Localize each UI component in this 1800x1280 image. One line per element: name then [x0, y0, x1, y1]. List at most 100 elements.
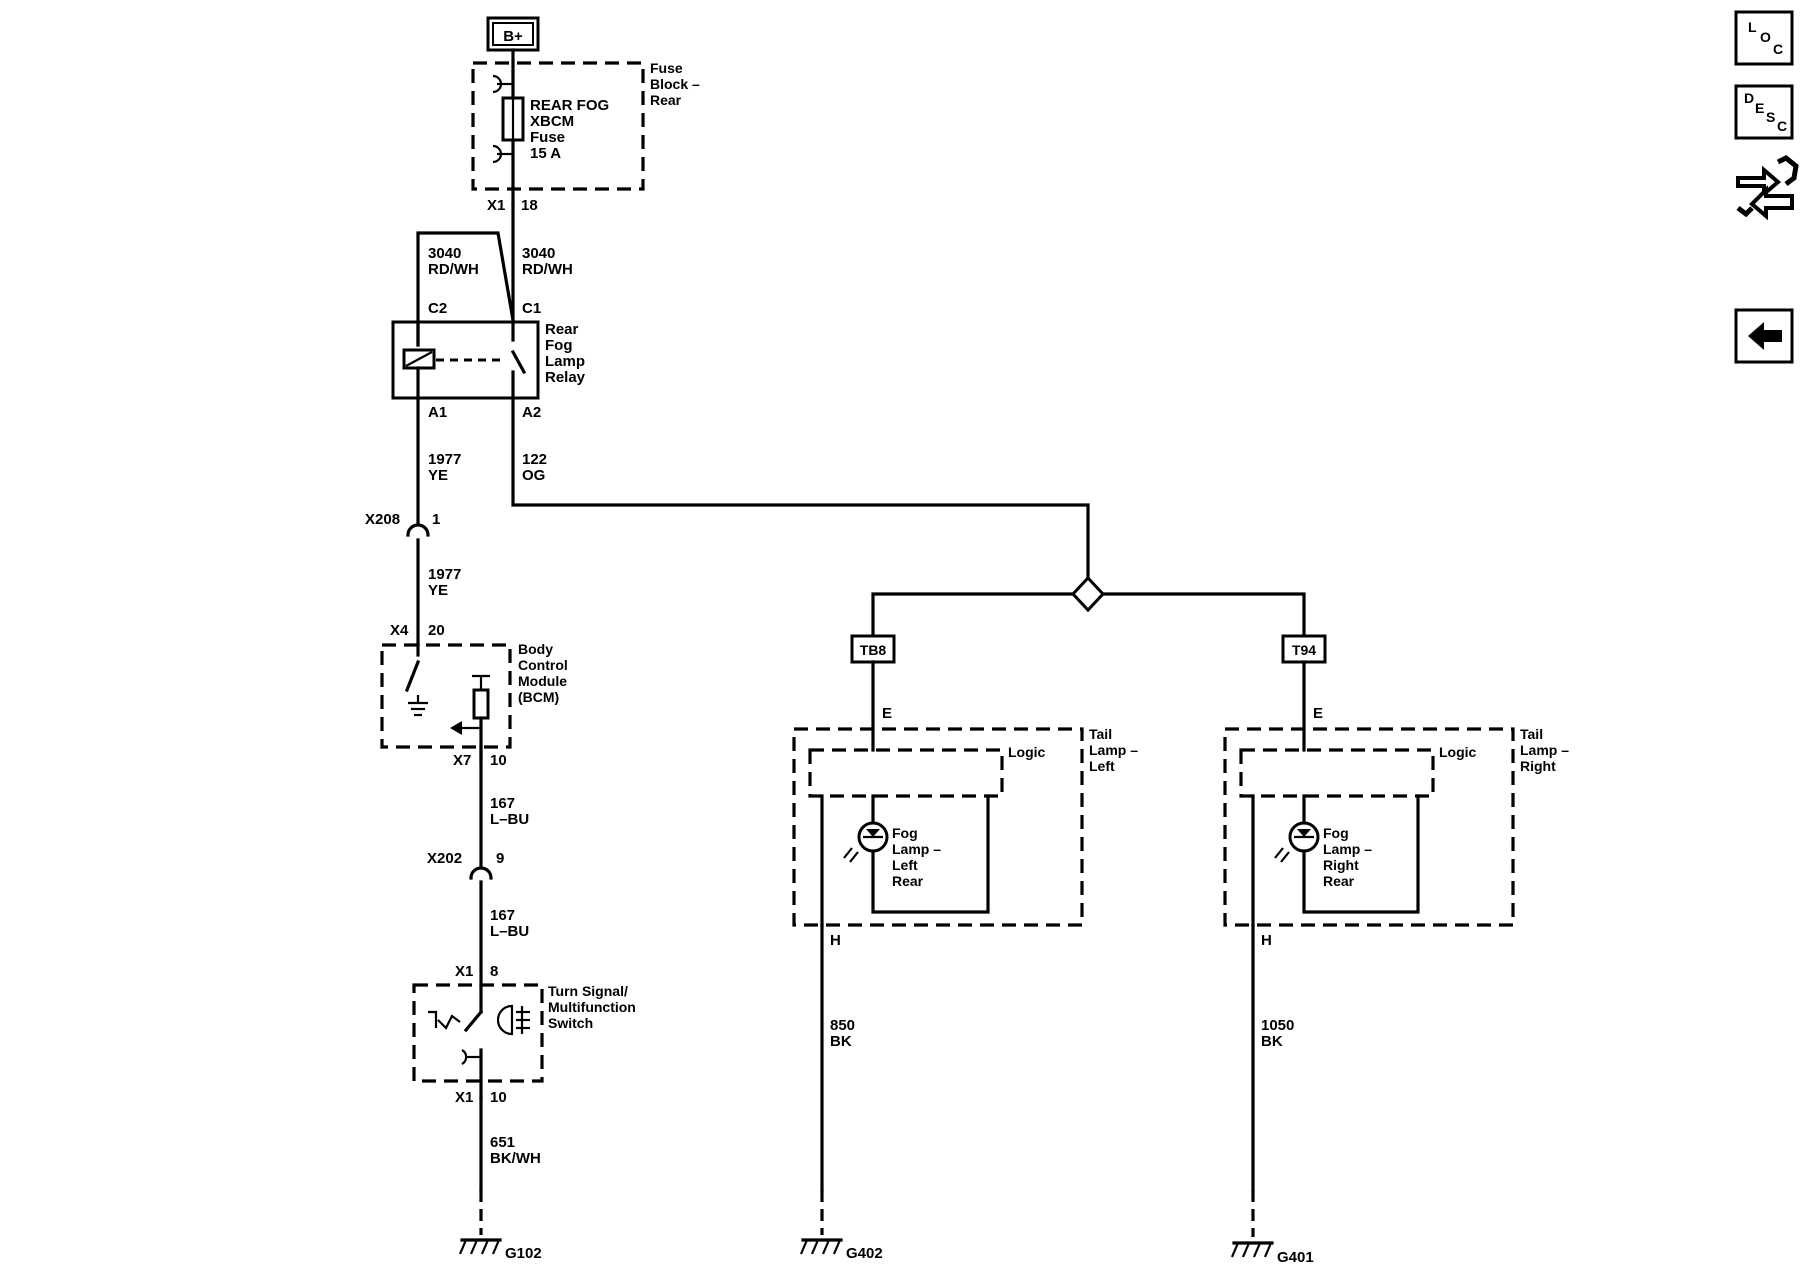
wire-number: 3040	[428, 245, 461, 262]
pin-label: 10	[490, 752, 507, 769]
lamp-name: Left	[892, 857, 918, 873]
pin-label: 1	[432, 511, 440, 528]
desc-letter: E	[1755, 100, 1764, 116]
connector-label: X208	[365, 511, 400, 528]
fuse-label-line: XBCM	[530, 113, 574, 130]
fuse-block-name: Rear	[650, 92, 682, 108]
splice-tb8: TB8	[850, 634, 896, 664]
fog-lamp-led-icon	[857, 821, 889, 853]
connector-label: X1	[455, 963, 473, 980]
wire-number: 1050	[1261, 1017, 1294, 1034]
switch-name: Switch	[548, 1015, 593, 1031]
connector-label: X7	[453, 752, 471, 769]
switch-name: Turn Signal/	[548, 983, 628, 999]
pin-label: E	[1313, 705, 1323, 722]
connector-label: X4	[390, 622, 409, 639]
loc-button[interactable]: L O C	[1734, 10, 1794, 66]
desc-letter: S	[1766, 109, 1775, 125]
bcm-name: Control	[518, 657, 568, 673]
switch-position-icon	[428, 1010, 461, 1030]
body-control-module: Body Control Module (BCM)	[380, 641, 568, 762]
battery-positive-source: B+	[486, 16, 540, 52]
tail-lamp-name: Right	[1520, 758, 1556, 774]
pin-label: A2	[522, 404, 541, 421]
tail-lamp-left: Logic Tail Lamp – Left Fog Lamp – Left R…	[792, 726, 1138, 927]
wire-number: 651	[490, 1134, 515, 1151]
bcm-name: Body	[518, 641, 553, 657]
ground-g401-icon	[1230, 1241, 1274, 1258]
wire-number: 1977	[428, 451, 461, 468]
wire-color: L–BU	[490, 923, 529, 940]
pin-label: C2	[428, 300, 447, 317]
x208-connector	[406, 523, 430, 647]
wire-color: OG	[522, 467, 545, 484]
wire-color: YE	[428, 467, 448, 484]
wire-color: RD/WH	[428, 261, 479, 278]
rear-fog-lamp-relay: Rear Fog Lamp Relay	[391, 320, 586, 400]
splice-t94: T94	[1281, 634, 1327, 664]
desc-letter: D	[1744, 90, 1754, 106]
fog-lamp-icon	[496, 1004, 514, 1036]
bcm-name: Module	[518, 673, 567, 689]
ground-label: G102	[505, 1245, 542, 1262]
logic-label: Logic	[1008, 744, 1046, 760]
bcm-name: (BCM)	[518, 689, 559, 705]
ground-label: G401	[1277, 1249, 1314, 1266]
wire-color: L–BU	[490, 811, 529, 828]
loc-letter: C	[1773, 41, 1783, 57]
loc-letter: L	[1748, 19, 1757, 35]
connector-swap-icon[interactable]	[1736, 155, 1799, 221]
relay-name: Fog	[545, 337, 573, 354]
relay-name: Lamp	[545, 353, 585, 370]
wire-color: BK	[1261, 1033, 1283, 1050]
relay-name: Rear	[545, 321, 579, 338]
pin-label: H	[1261, 932, 1272, 949]
fuse-block-name: Fuse	[650, 60, 683, 76]
wire-color: RD/WH	[522, 261, 573, 278]
fuse-label-line: Fuse	[530, 129, 565, 146]
wire-number: 850	[830, 1017, 855, 1034]
desc-letter: C	[1777, 118, 1787, 134]
ground-g402-icon	[799, 1238, 843, 1255]
wire-color: BK	[830, 1033, 852, 1050]
tail-lamp-right: Logic Tail Lamp – Right Fog Lamp – Right…	[1223, 726, 1569, 927]
ground-label: G402	[846, 1245, 883, 1262]
pin-label: 18	[521, 197, 538, 214]
pin-label: 10	[490, 1089, 507, 1106]
wire-number: 1977	[428, 566, 461, 583]
tail-lamp-name: Left	[1089, 758, 1115, 774]
tail-lamp-name: Tail	[1089, 726, 1112, 742]
switch-name: Multifunction	[548, 999, 636, 1015]
wire-number: 122	[522, 451, 547, 468]
wire-color: YE	[428, 582, 448, 599]
pin-label: 8	[490, 963, 498, 980]
pin-label: A1	[428, 404, 447, 421]
lamp-name: Lamp –	[892, 841, 941, 857]
back-arrow-icon[interactable]	[1734, 308, 1794, 364]
tail-lamp-name: Lamp –	[1520, 742, 1569, 758]
fuse-label-line: REAR FOG	[530, 97, 609, 114]
tail-lamp-name: Lamp –	[1089, 742, 1138, 758]
lamp-name: Rear	[1323, 873, 1355, 889]
wire-number: 3040	[522, 245, 555, 262]
wire-number: 167	[490, 795, 515, 812]
tail-lamp-name: Tail	[1520, 726, 1543, 742]
lamp-name: Fog	[892, 825, 918, 841]
logic-label: Logic	[1439, 744, 1477, 760]
lamp-name: Right	[1323, 857, 1359, 873]
splice-label: TB8	[860, 642, 887, 658]
splice-label: T94	[1292, 642, 1316, 658]
turn-signal-multifunction-switch: Turn Signal/ Multifunction Switch	[412, 983, 636, 1100]
b-plus-label: B+	[503, 28, 523, 45]
pin-label: 9	[496, 850, 504, 867]
pin-label: 20	[428, 622, 445, 639]
splice-diamond	[1070, 575, 1106, 613]
ground-g102-icon	[458, 1238, 502, 1255]
fog-lamp-led-icon	[1288, 821, 1320, 853]
desc-button[interactable]: D E S C	[1734, 84, 1794, 140]
connector-label: X1	[487, 197, 505, 214]
pin-label: H	[830, 932, 841, 949]
x202-connector	[469, 866, 493, 987]
fuse-label-line: 15 A	[530, 145, 561, 162]
